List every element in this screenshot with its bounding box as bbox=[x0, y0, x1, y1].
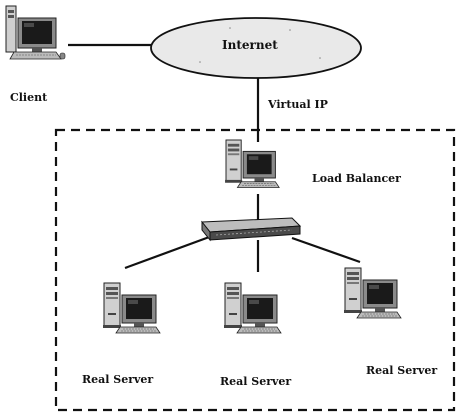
tower-computer-icon bbox=[102, 282, 161, 334]
tower-computer-icon bbox=[224, 139, 280, 188]
load-balancer-label: Load Balancer bbox=[312, 172, 401, 185]
real-server-label-1: Real Server bbox=[82, 373, 154, 386]
client-label: Client bbox=[10, 91, 48, 104]
internet-label: Internet bbox=[222, 38, 278, 52]
virtual-ip-label: Virtual IP bbox=[268, 98, 328, 111]
tower-computer-icon bbox=[223, 282, 282, 334]
tower-computer-icon bbox=[343, 267, 402, 319]
real-server-label-2: Real Server bbox=[220, 375, 292, 388]
desktop-computer-icon bbox=[5, 5, 66, 60]
internet-cloud-icon bbox=[150, 17, 362, 79]
real-server-label-3: Real Server bbox=[366, 364, 438, 377]
network-switch-icon bbox=[200, 217, 302, 242]
server-cluster-boundary bbox=[54, 128, 456, 412]
link-switch-server-1 bbox=[124, 234, 213, 270]
link-switch-server-3 bbox=[291, 236, 361, 264]
